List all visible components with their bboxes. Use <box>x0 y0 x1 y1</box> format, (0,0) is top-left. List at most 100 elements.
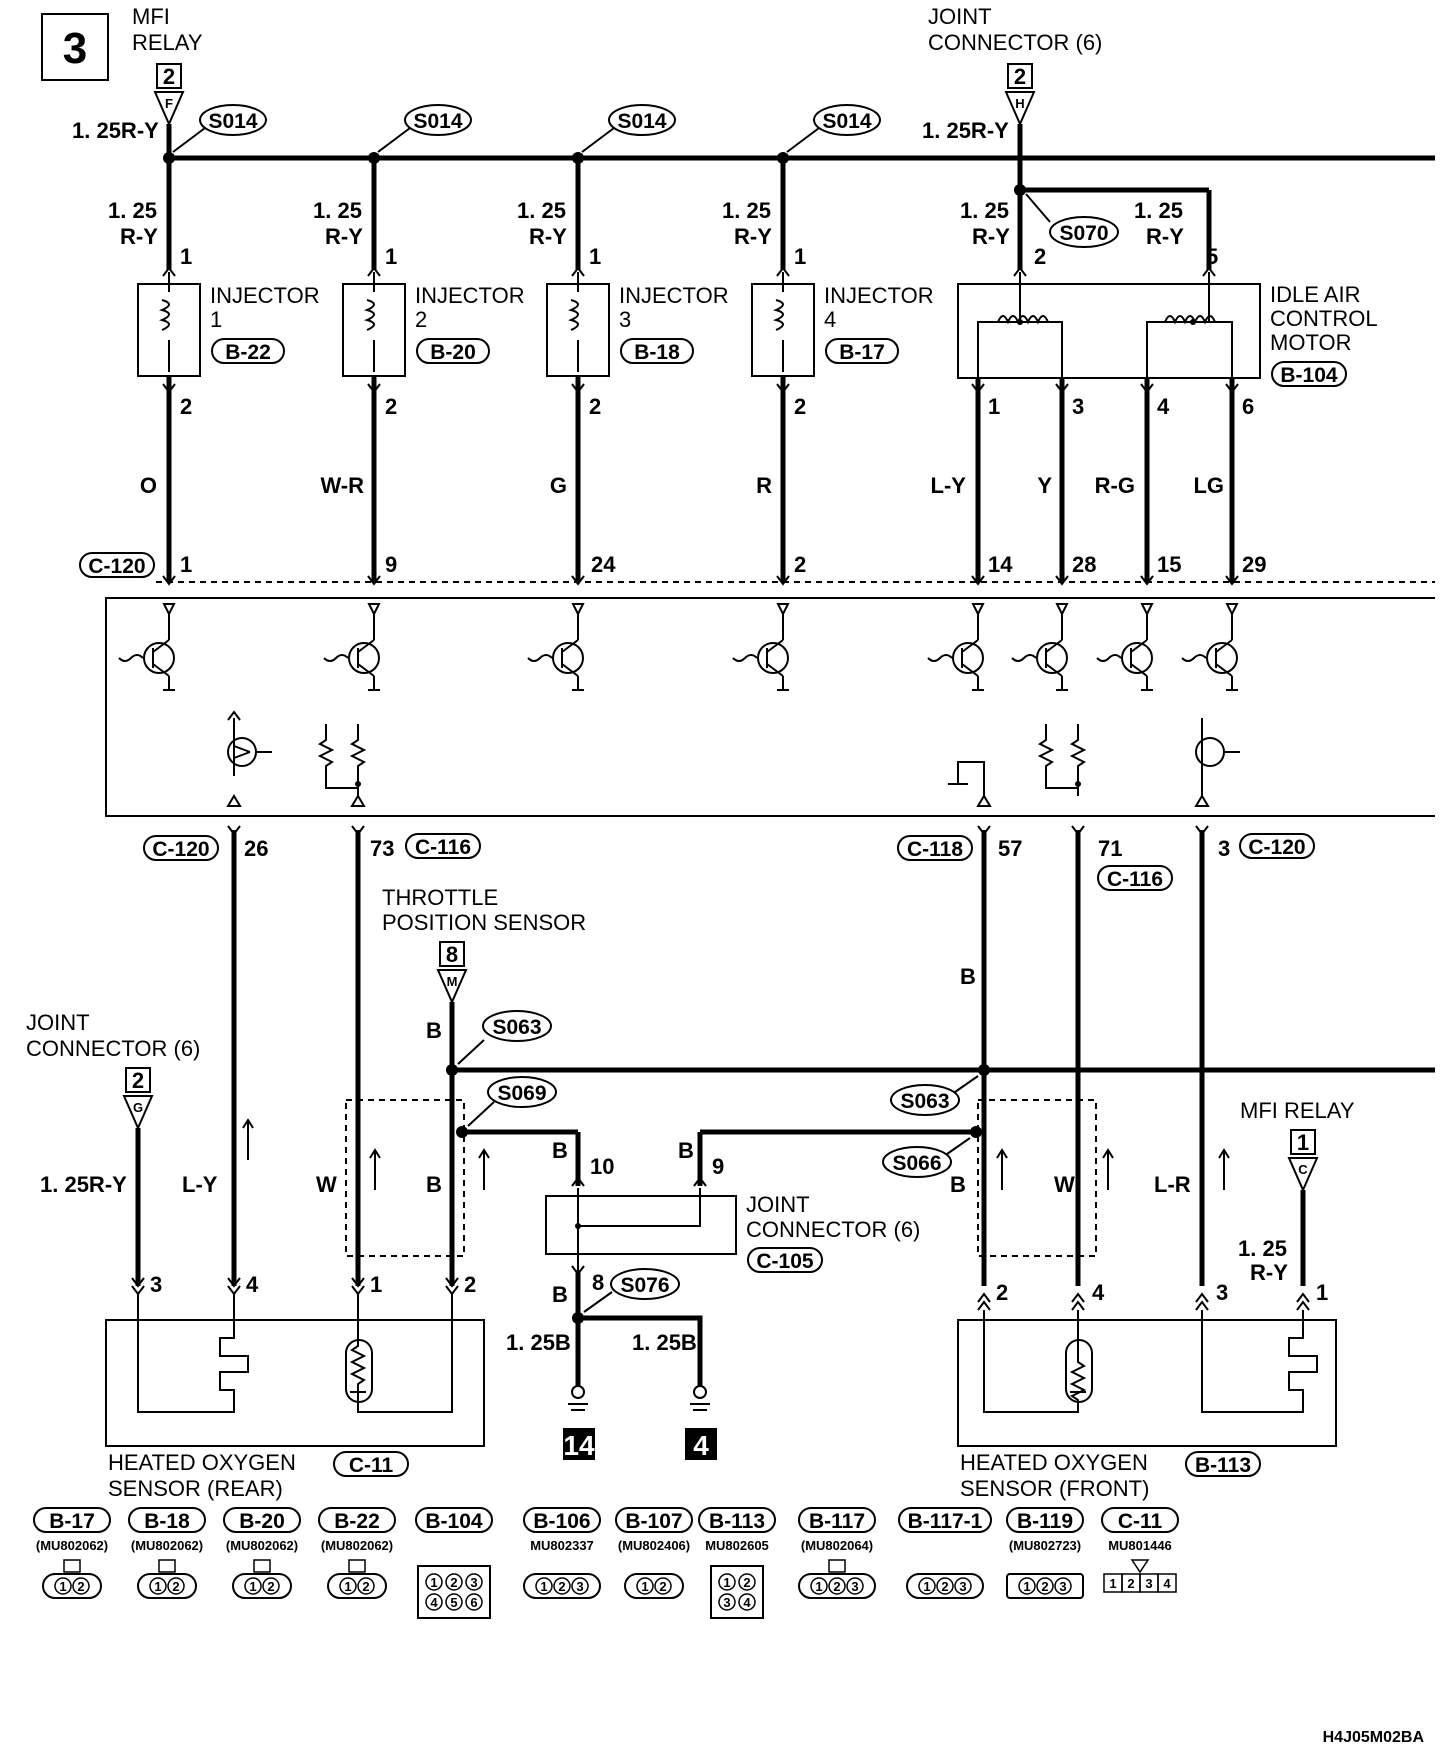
ecu-oxygen-input-front-2 <box>1194 718 1240 807</box>
joint-connector-c105: B B 10 9 JOINT CONNECTOR (6) C-105 B 8 S… <box>506 1138 920 1461</box>
svg-text:R-Y: R-Y <box>529 224 567 249</box>
joint-connector-top: JOINT CONNECTOR (6) 2 H 1. 25R-Y <box>922 4 1102 143</box>
ecu-connector-top: C-120 <box>79 552 1435 586</box>
svg-text:SENSOR (FRONT): SENSOR (FRONT) <box>960 1476 1149 1501</box>
legend-connector-id: B-18 <box>144 1510 190 1533</box>
svg-text:2: 2 <box>996 1280 1008 1305</box>
svg-text:3: 3 <box>1216 1280 1228 1305</box>
svg-text:L-Y: L-Y <box>931 473 967 498</box>
injector-3: 1. 25 R-Y 1 2 INJECTOR 3 B-18 G 24 <box>517 158 729 582</box>
svg-text:B-104: B-104 <box>1280 364 1338 387</box>
legend-part-number: (MU802062) <box>321 1538 393 1553</box>
legend-pin: 3 <box>851 1579 858 1594</box>
legend-part-number: (MU802062) <box>226 1538 298 1553</box>
svg-text:2: 2 <box>794 394 806 419</box>
svg-text:IDLE AIR: IDLE AIR <box>1270 282 1360 307</box>
svg-text:C-105: C-105 <box>756 1250 814 1273</box>
legend-pin: 1 <box>1023 1579 1030 1594</box>
svg-text:INJECTOR: INJECTOR <box>415 283 525 308</box>
legend-pin: 3 <box>1145 1576 1152 1591</box>
legend-connector-id: B-22 <box>334 1510 380 1533</box>
svg-text:L-Y: L-Y <box>182 1172 218 1197</box>
legend-pin: 1 <box>154 1579 161 1594</box>
svg-text:1. 25: 1. 25 <box>960 198 1009 223</box>
legend-pin: 1 <box>923 1579 930 1594</box>
svg-text:HEATED OXYGEN: HEATED OXYGEN <box>960 1450 1148 1475</box>
idle-air-control-motor: S070 1. 25 R-Y 2 1. 25 R-Y 5 IDLE AIR CO… <box>931 158 1378 582</box>
svg-text:C-120: C-120 <box>88 555 145 578</box>
legend-connector-id: B-106 <box>533 1510 590 1533</box>
ecu-driver-transistor <box>323 603 381 691</box>
svg-text:G: G <box>133 1100 143 1115</box>
diagram-code: H4J05M02BA <box>1323 1729 1425 1746</box>
heated-oxygen-sensor-front: B W L-R 1. 25 R-Y 2 4 3 1 HEATED OXYGEN … <box>950 1099 1337 1501</box>
svg-text:4: 4 <box>1157 394 1170 419</box>
svg-text:Y: Y <box>1037 473 1052 498</box>
legend-part-number: (MU802406) <box>618 1538 690 1553</box>
svg-text:1: 1 <box>988 394 1000 419</box>
svg-text:LG: LG <box>1193 473 1224 498</box>
svg-text:2: 2 <box>589 394 601 419</box>
legend-connector-id: B-119 <box>1017 1510 1073 1533</box>
splice-s014-2: S014 <box>368 104 472 164</box>
svg-text:1: 1 <box>589 244 601 269</box>
legend-pin: 1 <box>249 1579 256 1594</box>
svg-text:4: 4 <box>824 307 836 332</box>
svg-text:8: 8 <box>592 1270 604 1295</box>
svg-text:JOINT: JOINT <box>26 1010 90 1035</box>
svg-text:INJECTOR: INJECTOR <box>210 283 320 308</box>
svg-text:F: F <box>165 96 173 111</box>
legend-pin: 2 <box>172 1579 179 1594</box>
legend-pin: 4 <box>1163 1576 1171 1591</box>
svg-text:57: 57 <box>998 836 1022 861</box>
svg-text:S070: S070 <box>1059 222 1108 245</box>
legend-part-number: (MU802064) <box>801 1538 873 1553</box>
svg-text:3: 3 <box>150 1272 162 1297</box>
svg-text:MFI: MFI <box>132 4 170 29</box>
svg-text:3: 3 <box>619 307 631 332</box>
svg-text:1. 25R-Y: 1. 25R-Y <box>72 118 159 143</box>
svg-text:R-Y: R-Y <box>325 224 363 249</box>
svg-text:H: H <box>1015 96 1024 111</box>
legend-connector-id: B-113 <box>709 1510 765 1533</box>
mfi-relay-right: MFI RELAY 1 C <box>1240 1098 1355 1286</box>
legend-pin: 2 <box>558 1579 565 1594</box>
legend-pin: 4 <box>743 1595 751 1610</box>
svg-text:8: 8 <box>446 942 458 967</box>
svg-text:S076: S076 <box>620 1274 669 1297</box>
ecu-body <box>105 597 1435 817</box>
legend-part-number: (MU802062) <box>131 1538 203 1553</box>
legend-pin: 2 <box>743 1575 750 1590</box>
legend-part-number: (MU802723) <box>1009 1538 1081 1553</box>
svg-text:1. 25R-Y: 1. 25R-Y <box>40 1172 127 1197</box>
svg-text:4: 4 <box>693 1430 709 1461</box>
svg-text:S014: S014 <box>822 110 871 133</box>
svg-text:B-22: B-22 <box>225 341 271 364</box>
svg-text:S063: S063 <box>492 1016 541 1039</box>
svg-text:C-120: C-120 <box>152 838 209 861</box>
svg-text:B-18: B-18 <box>634 341 680 364</box>
svg-text:C-120: C-120 <box>1248 836 1305 859</box>
svg-text:B-113: B-113 <box>1195 1454 1251 1477</box>
ecu-bottom-connectors: C-120 26 73 C-116 C-118 57 71 C-116 3 C-… <box>143 825 1315 1286</box>
svg-text:CONNECTOR (6): CONNECTOR (6) <box>746 1217 920 1242</box>
svg-text:B-17: B-17 <box>839 341 885 364</box>
svg-text:1: 1 <box>180 244 192 269</box>
svg-text:26: 26 <box>244 836 268 861</box>
legend-pin: 1 <box>430 1575 437 1590</box>
svg-text:10: 10 <box>590 1154 614 1179</box>
svg-text:1: 1 <box>180 552 192 577</box>
svg-text:4: 4 <box>246 1272 259 1297</box>
svg-text:1: 1 <box>1297 1130 1309 1155</box>
legend-pin: 2 <box>1127 1576 1134 1591</box>
svg-text:POSITION SENSOR: POSITION SENSOR <box>382 910 586 935</box>
svg-text:W: W <box>316 1172 337 1197</box>
legend-part-number: MU801446 <box>1108 1538 1172 1553</box>
svg-text:2: 2 <box>385 394 397 419</box>
svg-text:5: 5 <box>1206 244 1218 269</box>
